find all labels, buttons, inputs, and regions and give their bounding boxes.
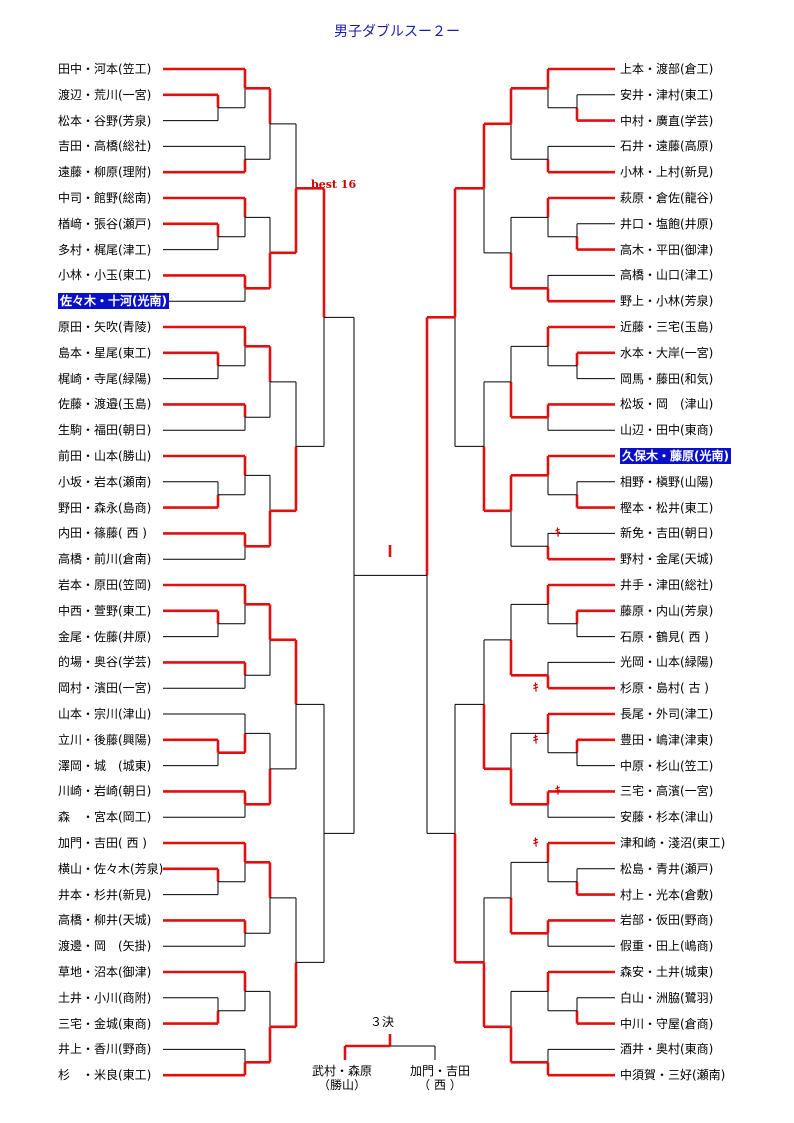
right-entry: 水本・大岸(一宮) bbox=[620, 345, 714, 360]
left-entry: 立川・後藤(興陽) bbox=[58, 732, 152, 747]
right-entry: 石原・鶴見( 西 ) bbox=[620, 629, 709, 644]
right-entry: 津和崎・淺沼(東工) bbox=[620, 836, 726, 850]
third-place-title: ３決 bbox=[370, 1015, 395, 1029]
left-entry: 土井・小川(商附) bbox=[58, 990, 152, 1005]
right-entry: 安井・津村(東工) bbox=[620, 87, 714, 102]
right-entry: 山辺・田中(東商) bbox=[620, 423, 714, 438]
left-entry: 原田・矢吹(青陵) bbox=[58, 320, 152, 334]
right-entry: 三宅・高濱(一宮) bbox=[620, 784, 714, 799]
left-entry: 岡村・濱田(一宮) bbox=[58, 681, 152, 696]
right-entry: 相野・槇野(山陽) bbox=[620, 474, 714, 489]
left-entry: 澤岡・城 (城東) bbox=[58, 758, 152, 773]
left-entry: 草地・沼本(御津) bbox=[58, 965, 152, 979]
left-entry: 吉田・高橋(総社) bbox=[58, 139, 152, 154]
left-entry: 中司・館野(総南) bbox=[58, 191, 152, 205]
mark-1: ｷ bbox=[555, 526, 561, 539]
right-entry: 井口・塩飽(井原) bbox=[620, 216, 714, 231]
left-entry: 内田・篠藤( 西 ) bbox=[58, 526, 147, 541]
left-entry: 岩本・原田(笠岡) bbox=[58, 578, 152, 592]
right-entry: 松島・青井(瀬戸) bbox=[620, 861, 714, 876]
left-entry: 井上・香川(野商) bbox=[58, 1042, 152, 1057]
right-entry: 高木・平田(御津) bbox=[620, 242, 714, 257]
right-entry: 高橋・山口(津工) bbox=[620, 268, 714, 283]
left-entry: 梶崎・寺尾(緑陽) bbox=[58, 371, 152, 386]
right-entry: 中須賀・三好(瀬南) bbox=[620, 1068, 726, 1083]
right-entry: 光岡・山本(緑陽) bbox=[620, 655, 714, 670]
left-entry: 的場・奥谷(学芸) bbox=[58, 655, 152, 670]
left-entry: 佐々木・十河(光南) bbox=[58, 293, 169, 310]
third-right-players: 加門・吉田 bbox=[409, 1064, 470, 1078]
right-entry: 野村・金尾(天城) bbox=[620, 552, 714, 567]
left-entry: 杉 ・米良(東工) bbox=[58, 1068, 152, 1083]
right-entry: 井手・津田(総社) bbox=[620, 578, 714, 592]
left-entry: 横山・佐々木(芳泉) bbox=[58, 861, 164, 876]
left-entry: 島本・星尾(東工) bbox=[58, 345, 152, 360]
right-entry: 小林・上村(新見) bbox=[620, 165, 714, 180]
left-entry: 加門・吉田( 西 ) bbox=[58, 836, 147, 850]
right-entry: 岩部・仮田(野商) bbox=[620, 913, 714, 928]
left-entry: 小坂・岩本(瀬南) bbox=[58, 474, 152, 489]
left-entry: 高橋・柳井(天城) bbox=[58, 913, 152, 928]
left-entry: 遠藤・柳原(理附) bbox=[58, 165, 152, 180]
third-place-right: 加門・吉田 （ 西 ） bbox=[404, 1064, 476, 1092]
right-entry: 村上・光本(倉敷) bbox=[620, 887, 714, 902]
left-entry: 渡邊・岡 (矢掛) bbox=[58, 939, 152, 954]
third-right-school: （ 西 ） bbox=[418, 1078, 462, 1092]
right-entry: 酒井・奥村(東商) bbox=[620, 1042, 714, 1057]
left-entry: 前田・山本(勝山) bbox=[58, 449, 152, 463]
right-entry: 石井・遠藤(高原) bbox=[620, 139, 714, 154]
left-entry: 田中・河本(笠工) bbox=[58, 62, 152, 76]
right-entry: 安藤・杉本(津山) bbox=[620, 810, 714, 825]
right-entry: 野上・小林(芳泉) bbox=[620, 294, 714, 309]
left-entry: 生駒・福田(朝日) bbox=[58, 423, 152, 438]
third-left-school: （勝山） bbox=[317, 1078, 366, 1092]
mark-5: ｷ bbox=[533, 836, 539, 849]
right-entry: 新免・吉田(朝日) bbox=[620, 526, 714, 541]
left-entry: 多村・梶尾(津工) bbox=[58, 242, 152, 257]
right-entry: 白山・洲脇(鷺羽) bbox=[620, 990, 714, 1005]
left-entry: 森 ・宮本(岡工) bbox=[58, 810, 152, 825]
left-entry: 佐藤・渡邉(玉島) bbox=[58, 397, 152, 412]
left-entry: 井本・杉井(新見) bbox=[58, 887, 152, 902]
right-entry: 藤原・内山(芳泉) bbox=[620, 603, 714, 618]
right-entry: 上本・渡部(倉工) bbox=[620, 62, 714, 76]
right-entry: 岡馬・藤田(和気) bbox=[620, 371, 714, 386]
left-entry: 川崎・岩崎(朝日) bbox=[58, 784, 152, 799]
mark-2: ｷ bbox=[533, 681, 539, 694]
left-entry: 楢﨑・張谷(瀬戸) bbox=[58, 216, 152, 231]
right-entry: 近藤・三宅(玉島) bbox=[620, 320, 714, 334]
left-entry: 小林・小玉(東工) bbox=[58, 268, 152, 283]
right-entry: 中川・守屋(倉商) bbox=[620, 1016, 714, 1031]
third-left-players: 武村・森原 bbox=[311, 1064, 372, 1078]
left-entry: 渡辺・荒川(一宮) bbox=[58, 87, 152, 102]
right-entry: 松坂・岡 (津山) bbox=[620, 397, 714, 412]
left-entry: 中西・萱野(東工) bbox=[58, 603, 152, 618]
right-entry: 中原・杉山(笠工) bbox=[620, 758, 714, 773]
right-entry: 長尾・外司(津工) bbox=[620, 707, 714, 721]
right-entry: 杉原・島村( 古 ) bbox=[620, 681, 709, 696]
right-entry: 中村・廣直(学芸) bbox=[620, 113, 714, 128]
left-entry: 三宅・金城(東商) bbox=[58, 1016, 152, 1031]
left-entry: 松本・谷野(芳泉) bbox=[58, 113, 152, 128]
page-title: 男子ダブルスー２ー bbox=[334, 24, 460, 40]
left-entry: 金尾・佐藤(井原) bbox=[58, 629, 152, 644]
left-entry: 野田・森永(島商) bbox=[58, 500, 152, 515]
right-entry: 萩原・倉佐(龍谷) bbox=[620, 191, 714, 205]
right-entry: 豊田・嶋津(津東) bbox=[620, 732, 714, 747]
right-entry: 久保木・藤原(光南) bbox=[620, 448, 731, 464]
mark-3: ｷ bbox=[533, 733, 539, 746]
left-entry: 高橋・前川(倉南) bbox=[58, 552, 152, 567]
right-entry: 假重・田上(嶋商) bbox=[620, 939, 714, 954]
third-place-left: 武村・森原 （勝山） bbox=[306, 1064, 378, 1092]
right-entry: 森安・土井(城東) bbox=[620, 965, 714, 979]
mark-4: ｷ bbox=[555, 784, 561, 797]
left-entry: 山本・宗川(津山) bbox=[58, 707, 152, 721]
right-entry: 樫本・松井(東工) bbox=[620, 500, 714, 515]
